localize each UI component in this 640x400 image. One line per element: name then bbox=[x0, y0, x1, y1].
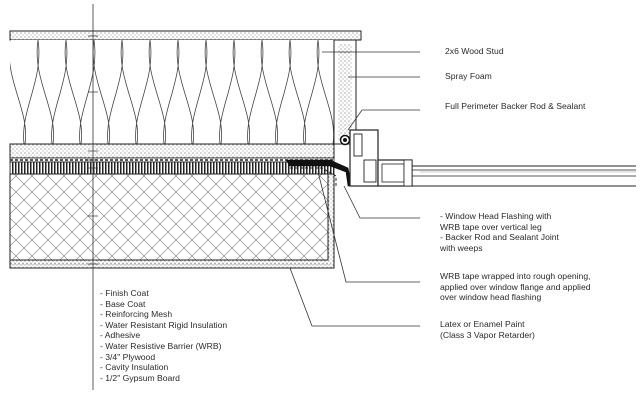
layer-gypsum-board: - 1/2" Gypsum Board bbox=[100, 372, 180, 383]
callout-stud: 2x6 Wood Stud bbox=[445, 46, 504, 56]
head-flashing-line-1: - Window Head Flashing with bbox=[440, 211, 552, 221]
callout-leaders bbox=[289, 51, 420, 327]
layer-rigid-insulation: - Water Resistant Rigid Insulation bbox=[100, 319, 228, 330]
layer-wrb: - Water Resistive Barrier (WRB) bbox=[100, 340, 222, 351]
layer-list: - Finish Coat - Base Coat - Reinforcing … bbox=[100, 288, 227, 383]
callout-head-flashing: - Window Head Flashing with WRB tape ove… bbox=[440, 211, 559, 253]
paint-line-2: (Class 3 Vapor Retarder) bbox=[440, 329, 535, 340]
cavity-insulation bbox=[10, 40, 334, 144]
callout-spray-foam: Spray Foam bbox=[445, 71, 492, 81]
head-flashing-line-3: - Backer Rod and Sealant Joint bbox=[440, 232, 559, 243]
layer-plywood: - 3/4" Plywood bbox=[100, 351, 156, 362]
callout-wrb-tape: WRB tape wrapped into rough opening, app… bbox=[440, 271, 591, 303]
paint-line-1: Latex or Enamel Paint bbox=[440, 319, 525, 329]
layer-finish-coat: - Finish Coat bbox=[100, 288, 149, 298]
layer-adhesive: - Adhesive bbox=[100, 330, 141, 341]
rigid-insulation bbox=[9, 173, 329, 261]
callout-paint: Latex or Enamel Paint (Class 3 Vapor Ret… bbox=[440, 319, 535, 340]
wrb-tape-line-3: over window head flashing bbox=[440, 292, 542, 303]
adhesive-layer bbox=[9, 161, 335, 175]
layer-base-coat: - Base Coat bbox=[100, 298, 146, 309]
wrb-tape-line-1: WRB tape wrapped into rough opening, bbox=[440, 271, 591, 281]
layer-reinforcing-mesh: - Reinforcing Mesh bbox=[100, 309, 173, 320]
top-gypsum-board bbox=[9, 30, 362, 41]
wrb-tape-line-2: applied over window flange and applied bbox=[440, 281, 591, 292]
spray-foam bbox=[338, 44, 352, 140]
plywood-sheathing bbox=[9, 143, 335, 159]
window-frame bbox=[349, 129, 636, 187]
layer-cavity-insulation: - Cavity Insulation bbox=[100, 362, 169, 373]
head-flashing-line-4: with weeps bbox=[440, 242, 483, 253]
window-head-flashing bbox=[285, 159, 353, 187]
head-flashing-line-2: WRB tape over vertical leg bbox=[440, 221, 542, 232]
leader-ticks bbox=[88, 35, 98, 269]
finish-coat bbox=[9, 173, 335, 269]
callout-backer-rod: Full Perimeter Backer Rod & Sealant bbox=[445, 101, 586, 111]
